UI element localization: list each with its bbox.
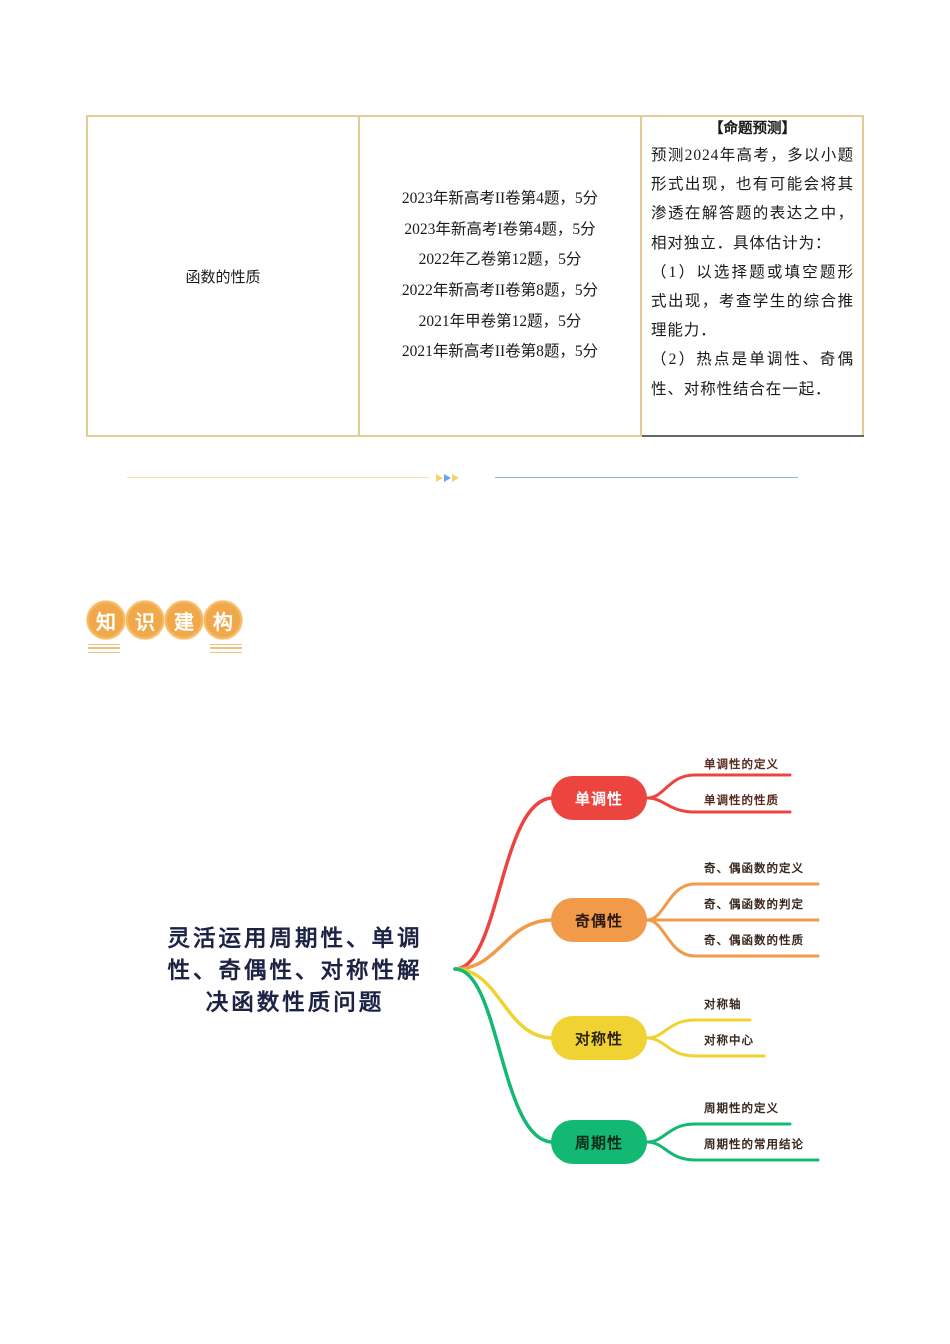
leaf-periodicity-conclusions: 周期性的常用结论 xyxy=(704,1137,804,1151)
root-line: 决函数性质问题 xyxy=(205,990,385,1016)
mind-map: 灵活运用周期性、单调 性、奇偶性、对称性解 决函数性质问题 单调性 奇偶性 对称… xyxy=(0,740,950,1190)
mind-map-root: 灵活运用周期性、单调 性、奇偶性、对称性解 决函数性质问题 xyxy=(150,923,440,1019)
root-line: 灵活运用周期性、单调 xyxy=(167,926,423,952)
mind-map-connectors xyxy=(453,773,820,1162)
table-row: 函数的性质 2023年新高考II卷第4题，5分 2023年新高考I卷第4题，5分… xyxy=(86,115,864,437)
prediction-point-1: （1）以选择题或填空题形式出现，考查学生的综合推理能力． xyxy=(651,263,854,340)
exam-analysis-table: 函数的性质 2023年新高考II卷第4题，5分 2023年新高考I卷第4题，5分… xyxy=(86,115,864,437)
divider-line-right xyxy=(495,477,798,478)
prediction-cell: 【命题预测】 预测2024年高考，多以小题形式出现，也有可能会将其渗透在解答题的… xyxy=(640,115,864,437)
badge-underline-left xyxy=(88,644,120,653)
prediction-title: 【命题预测】 xyxy=(709,121,796,137)
badge-char: 知 xyxy=(86,600,126,640)
leaf-monotonicity-definition: 单调性的定义 xyxy=(704,757,779,771)
prediction-intro: 预测2024年高考，多以小题形式出现，也有可能会将其渗透在解答题的表达之中，相对… xyxy=(651,147,854,252)
leaf-parity-properties: 奇、偶函数的性质 xyxy=(704,933,804,947)
exam-list-cell: 2023年新高考II卷第4题，5分 2023年新高考I卷第4题，5分 2022年… xyxy=(358,115,642,437)
leaf-monotonicity-properties: 单调性的性质 xyxy=(704,793,779,807)
arrow-right-icon xyxy=(452,474,459,482)
branch-parity: 奇偶性 xyxy=(551,898,647,942)
leaf-periodicity-definition: 周期性的定义 xyxy=(704,1101,779,1115)
prediction-body: 预测2024年高考，多以小题形式出现，也有可能会将其渗透在解答题的表达之中，相对… xyxy=(651,141,854,404)
divider-arrows xyxy=(436,471,459,485)
exam-item: 2022年新高考II卷第8题，5分 xyxy=(401,282,599,299)
leaf-parity-definition: 奇、偶函数的定义 xyxy=(704,861,804,875)
exam-item: 2022年乙卷第12题，5分 xyxy=(418,251,582,269)
exam-item: 2023年新高考II卷第4题，5分 xyxy=(401,190,599,208)
branch-periodicity: 周期性 xyxy=(551,1120,647,1164)
badge-char: 识 xyxy=(125,600,165,640)
divider-line-left xyxy=(127,477,429,478)
root-line: 性、奇偶性、对称性解 xyxy=(167,958,423,984)
prediction-point-2: （2）热点是单调性、奇偶性、对称性结合在一起． xyxy=(651,351,854,398)
badge-char: 建 xyxy=(164,600,204,640)
branch-symmetry: 对称性 xyxy=(551,1016,647,1060)
badge-char: 构 xyxy=(203,600,243,640)
exam-item: 2021年新高考II卷第8题，5分 xyxy=(401,343,599,361)
leaf-symmetry-axis: 对称轴 xyxy=(704,997,742,1011)
leaf-symmetry-center: 对称中心 xyxy=(704,1033,754,1047)
exam-item: 2021年甲卷第12题，5分 xyxy=(418,312,582,330)
branch-monotonicity: 单调性 xyxy=(551,776,647,820)
topic-cell: 函数的性质 xyxy=(86,115,360,437)
badge-underline-right xyxy=(210,644,242,653)
arrow-right-icon xyxy=(436,474,443,482)
leaf-parity-judgment: 奇、偶函数的判定 xyxy=(704,897,804,911)
topic-label: 函数的性质 xyxy=(185,269,261,286)
section-heading-knowledge-structure: 知 识 建 构 xyxy=(86,600,246,656)
exam-item: 2023年新高考I卷第4题，5分 xyxy=(404,220,596,238)
section-divider xyxy=(127,471,799,485)
arrow-right-icon xyxy=(444,474,451,482)
